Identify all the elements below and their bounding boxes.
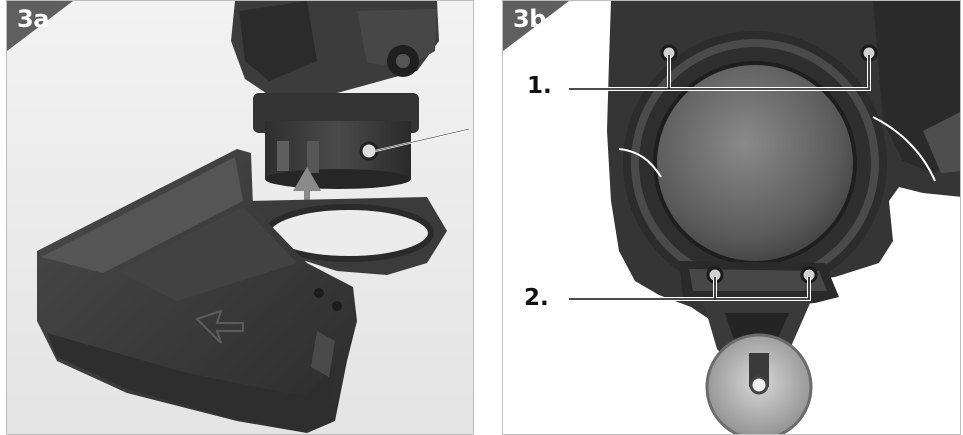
- callout-2-label: 2.: [524, 285, 549, 311]
- figure-3a-panel: 3a: [6, 0, 474, 435]
- figure-3b-panel: 3b 1. 2.: [502, 0, 961, 435]
- figure-tag-3a: 3a: [7, 1, 73, 51]
- motor-cover-screws-illustration: [503, 1, 960, 434]
- callout-1-label: 1.: [527, 73, 552, 99]
- figure-tag-3b: 3b: [503, 1, 569, 51]
- trimmer-guard-illustration: [7, 1, 473, 434]
- figure-label: 3b: [513, 5, 546, 33]
- figure-label: 3a: [17, 5, 49, 33]
